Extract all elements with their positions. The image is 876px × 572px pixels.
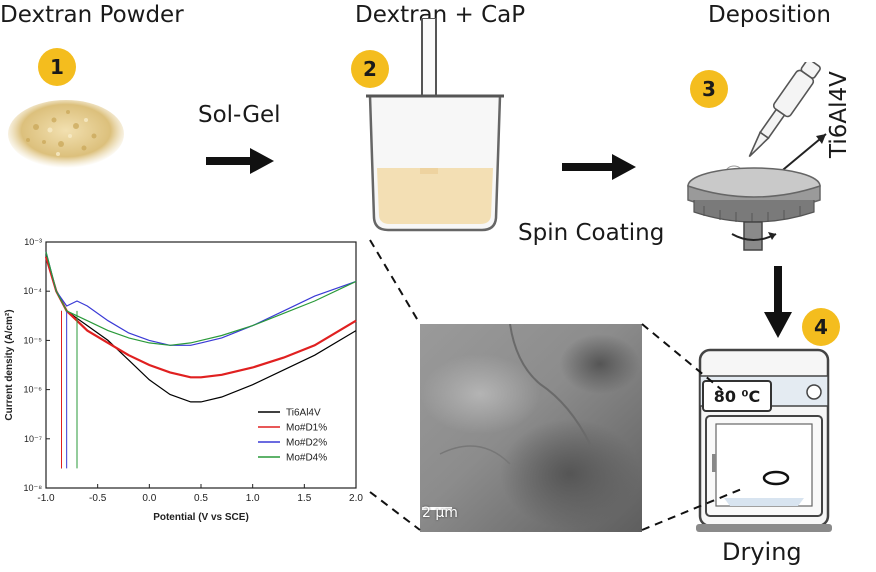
y-tick-label: 10⁻³ (24, 237, 42, 247)
sol-gel-label: Sol-Gel (198, 102, 281, 128)
arrow-right-icon (562, 154, 636, 180)
x-tick-label: -0.5 (89, 493, 107, 504)
x-tick-label: -1.0 (37, 493, 55, 504)
legend-label: Ti6Al4V (286, 408, 321, 419)
step3-title: Deposition (708, 2, 831, 28)
dextran-powder-illustration (8, 100, 124, 168)
y-tick-label: 10⁻⁸ (23, 483, 42, 493)
spin-coating-label: Spin Coating (518, 220, 665, 246)
oven-temperature-text: 80 ⁰C (713, 386, 761, 406)
step2-title: Dextran + CaP (355, 2, 526, 28)
arrow-down-icon (764, 266, 792, 338)
scale-bar-label: 2 µm (422, 505, 458, 521)
y-tick-label: 10⁻⁶ (24, 385, 43, 395)
y-tick-label: 10⁻⁵ (24, 335, 43, 345)
x-tick-label: 1.5 (297, 493, 311, 504)
oven-temperature-display: 80 ⁰C (702, 380, 772, 412)
scale-bar (422, 507, 452, 510)
x-tick-label: 2.0 (349, 493, 363, 504)
y-tick-label: 10⁻⁷ (24, 434, 42, 444)
beaker-illustration (366, 18, 504, 232)
x-tick-label: 0.5 (194, 493, 208, 504)
legend-label: Mo#D2% (286, 438, 327, 449)
x-tick-label: 1.0 (246, 493, 260, 504)
spin-coater-illustration (687, 62, 827, 251)
y-tick-label: 10⁻⁴ (23, 286, 42, 296)
x-tick-label: 0.0 (142, 493, 156, 504)
step4-badge: 4 (802, 308, 840, 346)
arrow-right-icon (206, 148, 274, 174)
series-line (45, 251, 357, 346)
y-axis-label: Current density (A/cm²) (4, 309, 15, 420)
drying-label: Drying (722, 538, 802, 566)
step1-badge: 1 (38, 48, 76, 86)
step1-title: Dextran Powder (0, 2, 184, 28)
sem-micrograph (420, 324, 642, 532)
legend-label: Mo#D4% (286, 453, 327, 464)
legend-label: Mo#D1% (286, 423, 327, 434)
series-line (44, 256, 357, 379)
step2-badge: 2 (351, 50, 389, 88)
polarization-chart: -1.0 -0.5 0.0 0.5 1.0 1.5 2.0 10⁻³ 10⁻⁴ 10⁻⁵ 10⁻⁶ 1… (4, 237, 363, 523)
series-line (45, 251, 357, 346)
x-axis-label: Potential (V vs SCE) (153, 512, 249, 523)
plot-frame (45, 241, 357, 489)
step3-badge: 3 (690, 70, 728, 108)
